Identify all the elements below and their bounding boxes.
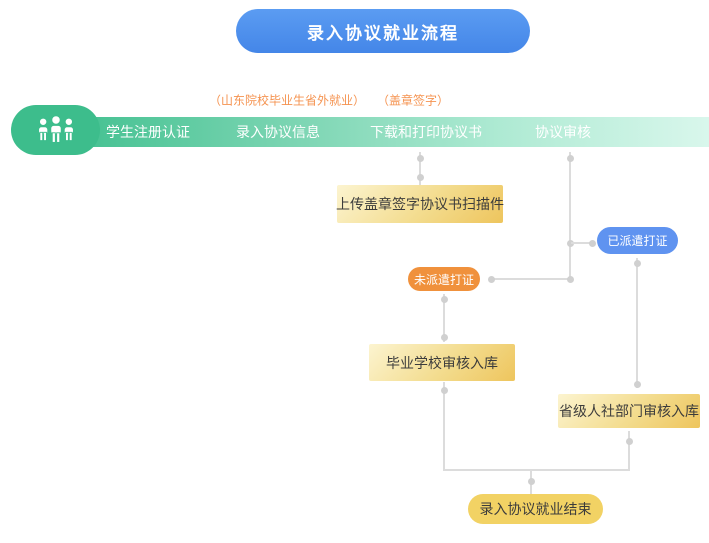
connector-dot	[417, 155, 424, 162]
connector-not-dispatched-branch	[490, 278, 570, 280]
connector-provincial-down	[628, 431, 630, 471]
connector-dot	[441, 334, 448, 341]
people-group-icon	[34, 114, 78, 147]
node-end: 录入协议就业结束	[468, 494, 603, 524]
flow-title: 录入协议就业流程	[236, 9, 530, 53]
connector-dot	[589, 240, 596, 247]
node-provincial-review: 省级人社部门审核入库	[558, 394, 700, 428]
connector-dispatched-branch	[571, 242, 592, 244]
node-not-dispatched: 未派遣打证	[408, 267, 480, 291]
connector-dot	[567, 155, 574, 162]
process-bar	[55, 117, 709, 147]
connector-dot	[528, 478, 535, 485]
bar-step-review: 协议审核	[535, 124, 591, 140]
bar-step-register: 学生注册认证	[106, 124, 190, 140]
note-outside-province: （山东院校毕业生省外就业）	[208, 93, 366, 108]
connector-school-down	[443, 382, 445, 471]
connector-dot	[441, 296, 448, 303]
node-school-review: 毕业学校审核入库	[369, 344, 515, 381]
node-dispatched: 已派遣打证	[597, 227, 678, 254]
connector-dot	[441, 387, 448, 394]
connector-upload-line	[419, 152, 421, 185]
note-stamp-sign: （盖章签字）	[376, 93, 450, 108]
node-upload-scan: 上传盖章签字协议书扫描件	[336, 185, 504, 223]
connector-dot	[634, 381, 641, 388]
connector-review-line	[569, 152, 571, 280]
connector-bottom-join	[443, 469, 630, 471]
bar-step-enter-info: 录入协议信息	[236, 124, 320, 140]
connector-dot	[488, 276, 495, 283]
connector-dot	[634, 260, 641, 267]
connector-not-dispatched-down	[443, 294, 445, 342]
connector-dot	[417, 174, 424, 181]
process-bar-cap	[11, 105, 100, 155]
connector-dispatched-down	[636, 258, 638, 388]
connector-dot	[626, 438, 633, 445]
bar-step-download-print: 下载和打印协议书	[370, 124, 482, 140]
connector-dot	[567, 240, 574, 247]
connector-dot	[567, 276, 574, 283]
